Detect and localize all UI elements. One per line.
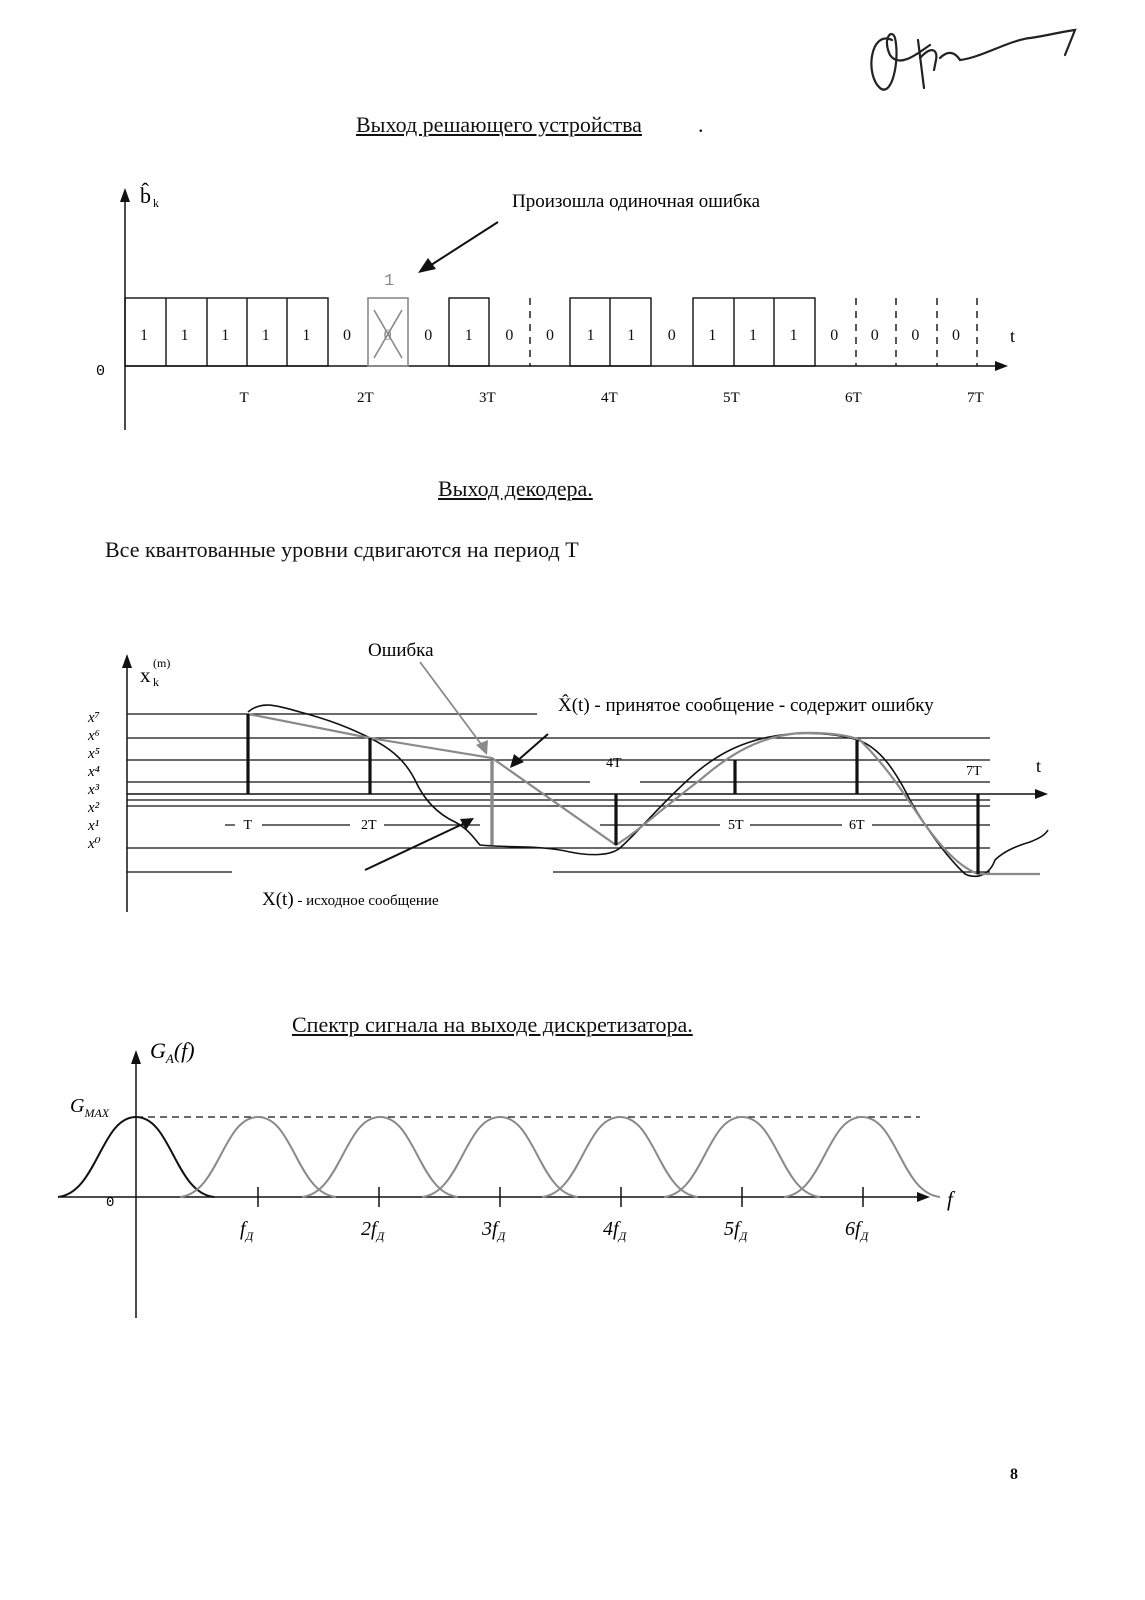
decoder-output-title: Выход декодера.: [438, 476, 593, 501]
spectrum-lobes: [57, 1115, 941, 1198]
level-label: x³: [87, 782, 100, 798]
quantization-level-labels: x⁷ x⁶ x⁵ x⁴ x³ x² x¹ x⁰: [87, 710, 101, 852]
zero-label: 0: [96, 363, 105, 380]
level-label: x⁶: [87, 728, 100, 744]
bit-label: 0: [384, 327, 392, 344]
bit-label: 1: [140, 327, 148, 344]
error-label: Ошибка: [368, 640, 434, 661]
time-tick-label: 4T: [601, 390, 618, 406]
time-tick-label: 3T: [479, 390, 496, 406]
bit-label: 1: [749, 327, 757, 344]
svg-text:GMAX: GMAX: [70, 1095, 110, 1120]
axis-tick-label: 2T: [361, 818, 377, 833]
xk-label: x: [140, 663, 151, 687]
original-message-curve: [247, 704, 1049, 878]
bit-label: 0: [952, 327, 960, 344]
bit-label: 0: [424, 327, 432, 344]
bit-label: 1: [790, 327, 798, 344]
error-pulse: [367, 297, 409, 367]
level-label: x⁷: [87, 710, 100, 726]
t-label: t: [1010, 326, 1015, 346]
spectrum-tick-label: 5fД: [724, 1218, 749, 1243]
ga-label: G: [150, 1038, 166, 1063]
bk-label-sub: k: [153, 196, 159, 210]
level-label: x⁵: [87, 746, 100, 762]
axis-tick-label: 6T: [849, 818, 865, 833]
zero-label-3: 0: [106, 1195, 114, 1211]
signature: [870, 28, 1077, 91]
sample-bars: [246, 714, 980, 874]
bit-separators: [529, 298, 978, 366]
time-axis-labels-2: T 2T 4T 5T 6T 7T: [244, 756, 983, 833]
spectrum-lobe: [301, 1115, 459, 1198]
bit-label: 0: [668, 327, 676, 344]
spectrum-lobe: [663, 1115, 821, 1198]
spectrum-title: Спектр сигнала на выходе дискретизатора.: [292, 1012, 693, 1037]
bit-label: 1: [708, 327, 716, 344]
bit-label: 1: [465, 327, 473, 344]
bit-label: 1: [587, 327, 595, 344]
axis-tick-label: 4T: [606, 756, 622, 771]
spectrum-lobe: [541, 1115, 699, 1198]
f-axis-label: f: [947, 1187, 956, 1211]
bit-label: 1: [627, 327, 635, 344]
gmax-label: G: [70, 1095, 85, 1117]
spectrum-tick-label: 6fД: [845, 1218, 870, 1243]
pulse-train: [124, 297, 816, 367]
level-label: x⁴: [87, 764, 100, 780]
time-tick-label: 2T: [357, 390, 374, 406]
original-label: X(t) - исходное сообщение: [262, 889, 439, 910]
bit-label: 0: [505, 327, 513, 344]
spectrum-diagram: GA(f) GMAX 0 f fД 2fД 3fД 4fД 5fД 6fД: [57, 1038, 956, 1318]
spectrum-tick-label: 2fД: [361, 1218, 386, 1243]
axis-tick-label: T: [244, 818, 253, 833]
quantized-levels-note: Все квантованные уровни сдвигаются на пе…: [105, 537, 579, 562]
time-tick-label: 6T: [845, 390, 862, 406]
decision-device-title: Выход решающего устройства: [356, 112, 642, 137]
bit-label: 0: [830, 327, 838, 344]
level-label: x¹: [87, 818, 100, 834]
bit-label: 0: [871, 327, 879, 344]
spectrum-ticks: fД 2fД 3fД 4fД 5fД 6fД: [240, 1187, 870, 1243]
bit-labels: 1 1 1 1 1 0 0 0 1 0 0 1 1 0 1 1 1 0 0 0 0: [140, 327, 960, 344]
single-error-annotation: Произошла одиночная ошибка: [512, 191, 761, 212]
page-number: 8: [1010, 1466, 1018, 1483]
decision-output-diagram: b̂ k 0 t 1 1 1 1 1 1 0 0 0 1 0 0 1 1 0 1 1 1 0 0 0 0 T 2T 3T 4T…: [96, 183, 1015, 430]
spectrum-lobe: [421, 1115, 579, 1198]
received-message-curve: [247, 712, 1040, 876]
time-tick-label: T: [240, 390, 249, 406]
time-tick-label: 5T: [723, 390, 740, 406]
bk-label: b̂: [140, 183, 151, 208]
level-label: x⁰: [87, 836, 101, 852]
t-axis-label: t: [1036, 756, 1041, 776]
time-tick-label: 7T: [967, 390, 984, 406]
time-axis-labels: T 2T 3T 4T 5T 6T 7T: [240, 390, 984, 406]
spectrum-tick-label: fД: [240, 1218, 255, 1243]
bit-label: 1: [262, 327, 270, 344]
corrected-bit: 1: [384, 272, 394, 291]
bit-label: 1: [181, 327, 189, 344]
title-period: .: [698, 112, 704, 137]
axis-tick-label: 5T: [728, 818, 744, 833]
xk-label-sub: k: [153, 675, 159, 689]
bit-label: 0: [911, 327, 919, 344]
spectrum-lobe: [783, 1115, 941, 1198]
bit-label: 1: [302, 327, 310, 344]
bit-label: 0: [343, 327, 351, 344]
xk-label-sup: (m): [153, 656, 170, 670]
svg-text:GA(f): GA(f): [150, 1038, 195, 1066]
spectrum-lobe: [179, 1115, 337, 1198]
bit-label: 1: [221, 327, 229, 344]
spectrum-tick-label: 4fД: [603, 1218, 628, 1243]
decoder-output-diagram: x (m) k x⁷ x⁶ x⁵ x⁴ x³ x² x¹ x⁰ t T 2T 4T 5T 6T 7T: [87, 640, 1049, 912]
bit-label: 0: [546, 327, 554, 344]
level-label: x²: [87, 800, 100, 816]
quantization-level-lines: [127, 713, 990, 873]
axis-tick-label: 7T: [966, 764, 982, 779]
received-label: X̂(t) - принятое сообщение - содержит ош…: [558, 694, 934, 716]
spectrum-lobe: [57, 1115, 215, 1198]
spectrum-tick-label: 3fД: [481, 1218, 507, 1243]
